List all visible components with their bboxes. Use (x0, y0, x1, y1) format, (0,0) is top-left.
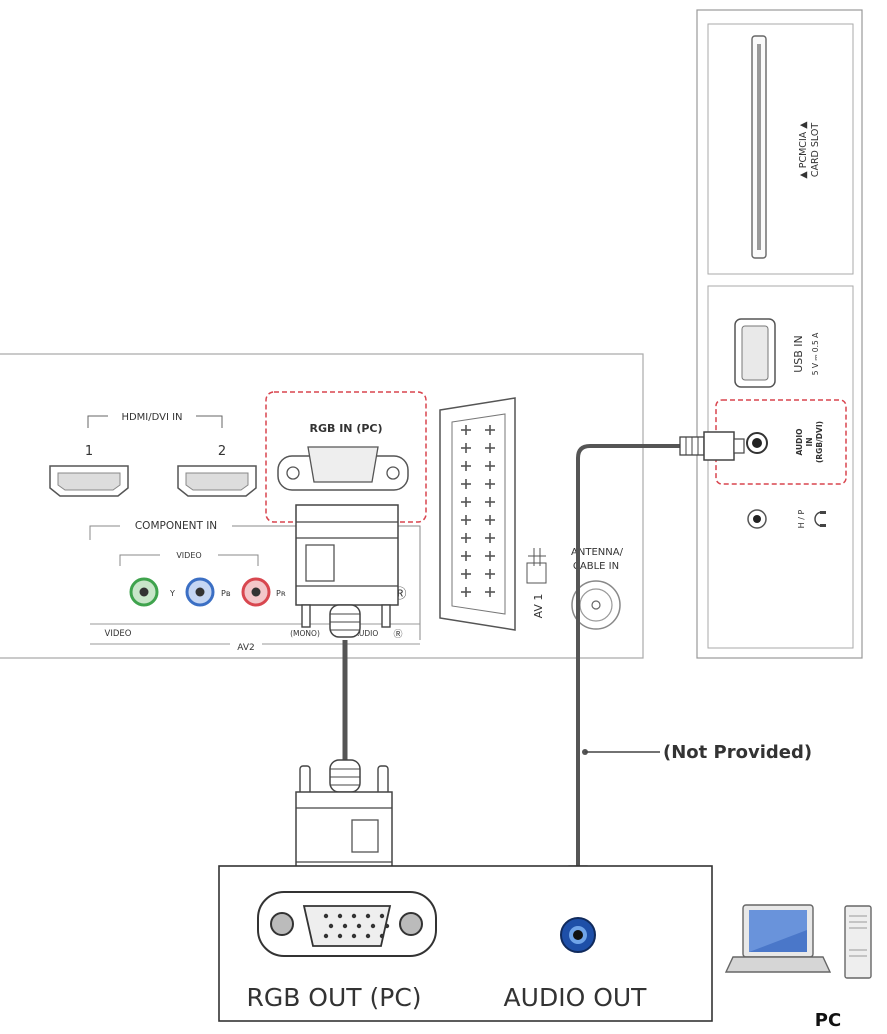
vga-pin (356, 923, 362, 929)
video-sub-label: VIDEO (176, 551, 201, 560)
audio-in-jack[interactable] (746, 432, 768, 454)
usb-port[interactable] (734, 318, 776, 388)
audio-out-label: AUDIO OUT (504, 983, 648, 1012)
vga-pin (370, 923, 376, 929)
audio-plug-tv (679, 431, 745, 461)
hdmi-port-2[interactable] (177, 465, 257, 497)
vga-pin (328, 923, 334, 929)
video-bottom-label: VIDEO (105, 629, 132, 639)
hdmi-port-1[interactable] (49, 465, 129, 497)
hdmi-group-label: HDMI/DVI IN (121, 412, 182, 423)
scart-av1-port[interactable] (439, 397, 516, 631)
pcmcia-slot[interactable] (751, 35, 767, 259)
antenna-label-1: ANTENNA/ (571, 547, 624, 558)
component-pr-jack[interactable] (241, 577, 271, 607)
audio-in-label-2: IN (805, 437, 814, 446)
antenna-label-2: CABLE IN (573, 561, 619, 572)
headphone-label: H / P (797, 510, 806, 529)
pcmcia-label-2: CARD SLOT (810, 123, 821, 178)
headphone-jack[interactable] (747, 509, 767, 529)
not-provided-label: (Not Provided) (663, 742, 812, 763)
tv-side-panel: ▲ PCMCIA ▲ CARD SLOT USB IN 5 V ⎓ 0.5 A … (696, 9, 863, 659)
laptop-icon (724, 904, 832, 973)
vga-pin (351, 913, 357, 919)
vga-pin (323, 913, 329, 919)
mono-label: (MONO) (290, 629, 320, 638)
audio-in-label-3: (RGB/DVI) (815, 421, 824, 463)
hdmi-port-2-label: 2 (218, 444, 226, 459)
headphone-icon (814, 511, 826, 527)
usb-label: USB IN (792, 335, 805, 373)
rgb-out-port[interactable] (257, 891, 437, 957)
usb-rating-label: 5 V ⎓ 0.5 A (811, 332, 820, 375)
rgb-out-pins (323, 913, 390, 939)
audio-label: AUDIO (354, 629, 379, 638)
vga-pin (337, 913, 343, 919)
vga-pin (365, 933, 371, 939)
vga-pin (342, 923, 348, 929)
vga-pin (379, 933, 385, 939)
component-in-label: COMPONENT IN (135, 520, 217, 532)
vga-pin (384, 923, 390, 929)
component-y-jack[interactable] (129, 577, 159, 607)
audio-in-label-1: AUDIO (795, 428, 804, 455)
vga-pin (323, 933, 329, 939)
rgb-out-label: RGB OUT (PC) (246, 983, 421, 1012)
pc-label: PC (815, 1010, 841, 1031)
vga-pin (337, 933, 343, 939)
av2-label: AV2 (237, 643, 254, 653)
scart-pins (461, 425, 495, 597)
av1-label: AV 1 (532, 594, 545, 619)
antenna-port[interactable] (571, 580, 621, 630)
rgb-in-label: RGB IN (PC) (309, 422, 382, 435)
pcmcia-label: ▲ PCMCIA ▲ (798, 121, 809, 179)
hdmi-port-1-label: 1 (85, 444, 93, 459)
vga-pin (365, 913, 371, 919)
audio-cable (576, 444, 682, 866)
y-label: Y (169, 589, 175, 598)
pb-label: Pʙ (221, 589, 231, 598)
vga-pin (351, 933, 357, 939)
right-marker-bottom: Ⓡ (393, 629, 402, 640)
av1-signal-icon (526, 548, 547, 584)
pr-label: Pʀ (276, 589, 286, 598)
audio-out-jack[interactable] (560, 917, 596, 953)
rgb-in-port[interactable] (277, 446, 409, 491)
desktop-tower-icon (844, 905, 872, 979)
vga-connector-top (295, 504, 399, 638)
component-pb-jack[interactable] (185, 577, 215, 607)
vga-pin (379, 913, 385, 919)
